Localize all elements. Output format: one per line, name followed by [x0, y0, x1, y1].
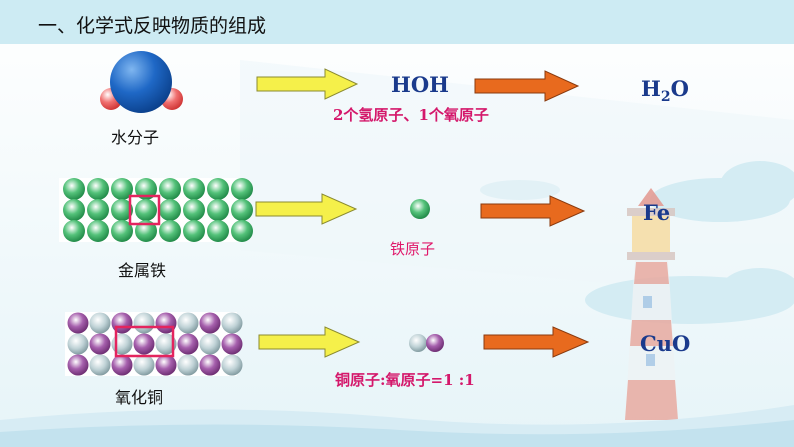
copper-oxide-caption: 氧化铜	[115, 388, 164, 407]
iron-atom	[111, 199, 133, 221]
oxygen-atom	[155, 333, 177, 355]
iron-atom	[63, 199, 85, 221]
cloud-top-decoration	[480, 180, 560, 200]
copper-atom	[67, 354, 89, 376]
iron-caption: 金属铁	[118, 261, 167, 280]
iron-atom	[135, 199, 157, 221]
iron-atom	[207, 178, 229, 200]
iron-atom	[111, 178, 133, 200]
iron-atom	[135, 178, 157, 200]
iron-atom	[231, 220, 253, 242]
water-composition-note: 2个氢原子、1个氧原子	[333, 106, 489, 124]
oxygen-atom	[133, 354, 155, 376]
oxygen-atom	[133, 312, 155, 334]
oxygen-atom	[67, 333, 89, 355]
orange-arrow-icon	[483, 326, 590, 358]
copper-oxide-formula: CuO	[640, 331, 691, 356]
iron-atom	[87, 178, 109, 200]
oxygen-atom	[177, 312, 199, 334]
oxygen-atom	[199, 333, 221, 355]
oxygen-atom	[89, 354, 111, 376]
iron-atom	[63, 220, 85, 242]
hoh-formula: HOH	[391, 72, 449, 97]
orange-arrow-icon	[480, 195, 586, 227]
oxygen-atom	[221, 312, 243, 334]
iron-atom	[159, 178, 181, 200]
iron-atom	[183, 199, 205, 221]
yellow-arrow-icon	[258, 326, 361, 358]
oxygen-atom	[89, 312, 111, 334]
iron-atom	[231, 199, 253, 221]
yellow-arrow-icon	[255, 193, 358, 225]
copper-atom	[111, 354, 133, 376]
copper-atom	[155, 354, 177, 376]
iron-atom	[207, 220, 229, 242]
iron-atom	[111, 220, 133, 242]
iron-atom	[159, 199, 181, 221]
copper-atom	[89, 333, 111, 355]
water-formula-element-o: O	[670, 76, 689, 101]
iron-atom-label: 铁原子	[390, 240, 436, 258]
copper-atom	[133, 333, 155, 355]
water-formula-element-h: H	[641, 76, 661, 101]
copper-atom	[199, 354, 221, 376]
copper-atom	[199, 312, 221, 334]
copper-atom	[221, 333, 243, 355]
water-molecule-icon	[100, 51, 183, 113]
title-bar	[0, 0, 794, 44]
iron-atom-icon	[410, 199, 430, 219]
iron-atom	[135, 220, 157, 242]
copper-oxide-lattice-icon	[65, 312, 243, 376]
water-formula: H2O	[641, 76, 689, 105]
water-formula-subscript: 2	[660, 89, 671, 106]
copper-oxygen-pair-icon	[409, 334, 444, 352]
iron-atom	[63, 178, 85, 200]
copper-atom	[67, 312, 89, 334]
oxygen-atom	[221, 354, 243, 376]
iron-formula: Fe	[643, 200, 671, 225]
oxygen-atom	[177, 354, 199, 376]
iron-atom	[87, 199, 109, 221]
iron-atom	[183, 178, 205, 200]
sea-decoration	[0, 405, 794, 447]
slide-title: 一、化学式反映物质的组成	[38, 15, 267, 37]
yellow-arrow-icon	[256, 68, 359, 100]
iron-lattice-icon	[59, 178, 253, 242]
iron-atom	[159, 220, 181, 242]
lighthouse-decoration	[625, 188, 678, 420]
copper-atom	[177, 333, 199, 355]
orange-arrow-icon	[474, 70, 580, 102]
copper-atom	[111, 312, 133, 334]
water-caption: 水分子	[111, 128, 160, 147]
iron-atom	[183, 220, 205, 242]
iron-atom	[87, 220, 109, 242]
copper-oxide-ratio-note: 铜原子:氧原子=1 :1	[335, 371, 475, 389]
iron-atom	[207, 199, 229, 221]
oxygen-atom	[111, 333, 133, 355]
iron-atom	[231, 178, 253, 200]
